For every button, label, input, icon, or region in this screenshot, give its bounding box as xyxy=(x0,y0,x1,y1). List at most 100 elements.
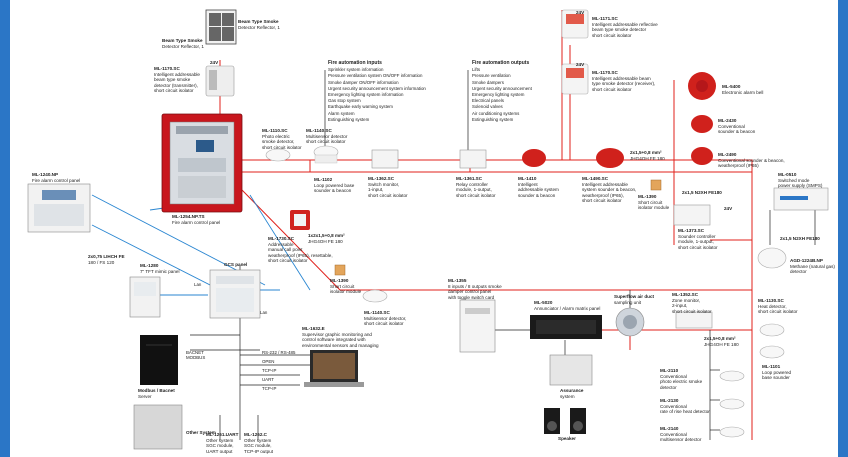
conventional-sounder xyxy=(691,115,713,133)
fire-automation-outputs: Fire automation outputs Lifts Pressure v… xyxy=(472,60,532,123)
relay-controller-module xyxy=(459,149,487,169)
other-system-cabinet xyxy=(133,404,183,450)
lan-label: Lan xyxy=(194,282,202,287)
output-item: Air conditioning systems xyxy=(472,110,520,116)
input-item: Smoke damper ON/OFF information xyxy=(328,79,399,85)
air-duct-sampling-unit xyxy=(615,307,645,337)
power-supply-unit xyxy=(773,187,829,211)
conn-label: RS-232 / RS-485 xyxy=(262,350,296,355)
beam-reflector-device xyxy=(205,9,237,45)
output-item: Pressure ventilation xyxy=(472,73,511,79)
lan-label: Lan xyxy=(260,310,268,315)
output-item: Smoke dampers xyxy=(472,79,504,85)
multisensor-detector-lower xyxy=(362,289,388,303)
input-item: Gas stop system xyxy=(328,98,361,104)
weatherproof-sounder xyxy=(596,148,624,168)
conn-label: BACNET xyxy=(186,350,204,355)
fire-alarm-panel-left xyxy=(27,183,91,233)
conn-label: TCP-IP xyxy=(262,386,277,391)
label-other: Other System xyxy=(186,430,216,435)
mimic-panel xyxy=(129,276,161,318)
connection-list-2: RS-232 / RS-485 OPEN TCP-IP UART TCP-IP xyxy=(262,350,295,391)
multisensor-detector xyxy=(313,145,339,164)
output-item: Extinguishing system xyxy=(472,116,514,122)
heat-detector xyxy=(759,323,785,337)
annunciator-panel xyxy=(530,315,602,339)
conn-label: OPEN xyxy=(262,359,275,364)
label-speaker: Speaker xyxy=(558,436,576,441)
outputs-heading: Fire automation outputs xyxy=(472,60,530,66)
label-gcs: GCS panel xyxy=(224,262,248,267)
output-item: Electrical panels xyxy=(472,98,504,104)
conn-label: TCP-IP xyxy=(262,368,277,373)
short-circuit-isolator-lower xyxy=(334,264,346,276)
input-item: Earthquake early warning system xyxy=(328,104,393,110)
smoke-damper-panel xyxy=(459,299,496,353)
base-sounder xyxy=(759,345,785,359)
input-item: Urgent security announcement system info… xyxy=(328,85,426,91)
conventional-photo-detector xyxy=(719,370,745,382)
output-item: Urgent security announcement xyxy=(472,85,532,91)
fire-automation-inputs: Fire automation inputs Sprinkler system … xyxy=(328,60,426,123)
wiring-diagram xyxy=(27,9,829,450)
conventional-sounder-wp xyxy=(691,147,713,165)
server-tower xyxy=(140,335,178,385)
cable-label: 2x1,5 N2XH FE180 xyxy=(780,236,820,241)
switch-monitor-module xyxy=(371,149,399,169)
gas-detector xyxy=(757,247,787,269)
input-item: Emergency lighting system information xyxy=(328,92,404,98)
voltage-label: 24V xyxy=(576,10,585,15)
left-border xyxy=(0,0,10,457)
speaker-right xyxy=(570,408,586,434)
assurance-system-unit xyxy=(549,354,593,386)
input-item: Sprinkler system information xyxy=(328,67,384,73)
system-sounder-beacon xyxy=(522,149,546,167)
beam-reflector-top-right xyxy=(561,9,589,39)
conn-label: MODBUS xyxy=(186,355,206,360)
output-item: Lifts xyxy=(472,67,481,73)
input-item: Extinguishing system xyxy=(328,116,370,122)
cable-label: 2x1,5 N2XH FE180 xyxy=(682,190,722,195)
beam-receiver-top-right xyxy=(561,63,589,95)
photo-smoke-detector xyxy=(265,148,291,162)
output-item: Emergency lighting system xyxy=(472,92,525,98)
conventional-heat-detector xyxy=(719,398,745,410)
speaker-left xyxy=(544,408,560,434)
alarm-bell xyxy=(688,72,716,100)
